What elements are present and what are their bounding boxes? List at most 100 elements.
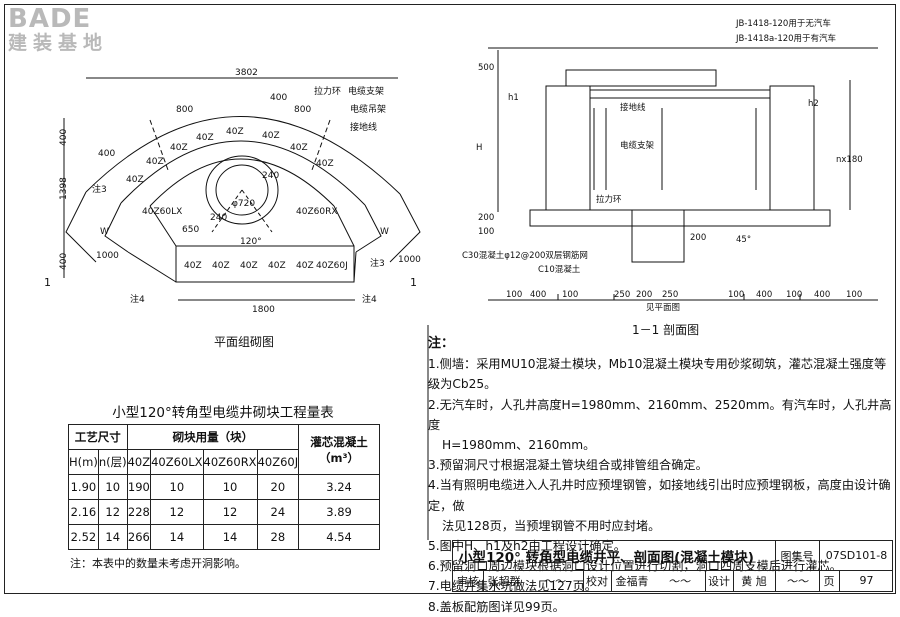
plan-inner-arc xyxy=(149,158,335,207)
table-header-row: 工艺尺寸 砌块用量（块） 灌芯混凝土（m³） xyxy=(68,424,380,475)
sump xyxy=(631,209,685,263)
dim-1000b: 1000 xyxy=(398,255,421,265)
checker-signature: 〜〜 xyxy=(668,574,690,588)
sec-n180-label: nx180 xyxy=(836,155,863,165)
jb2-label: JB-1418a-120用于有汽车 xyxy=(735,33,836,44)
plan-line-c xyxy=(127,251,177,283)
tb-divider-5 xyxy=(611,570,612,591)
plan-left-arm xyxy=(65,191,97,263)
table-cell: 266 xyxy=(126,524,152,550)
plan-line-d xyxy=(353,251,357,283)
plan-line-a xyxy=(149,205,177,247)
plan-line-b xyxy=(333,205,355,247)
logo-sub: 建装基地 xyxy=(8,32,109,54)
sec-angle-label: 45° xyxy=(736,235,751,245)
manhole-inner xyxy=(215,164,269,216)
cover-slab xyxy=(565,69,717,87)
note-line-3: H=1980mm、2160mm。 xyxy=(442,438,596,453)
sec-200b-label: 200 xyxy=(690,233,706,243)
note-line-8: 6.预留洞口周边模块根据洞口设计位置进行切割，洞口四周支模后进行灌芯。 xyxy=(428,559,842,574)
reviewer-name: 张超群 xyxy=(487,574,521,588)
block-arc-6: 40Z xyxy=(290,143,308,153)
block-arc-3: 40Z xyxy=(196,133,214,143)
th-col-4: 40Z60RX xyxy=(202,449,258,475)
label-W-right: W xyxy=(380,227,389,237)
dim-left-400a: 400 xyxy=(59,129,69,146)
block-arc-1: 40Z xyxy=(146,157,164,167)
label-one-a: 1 xyxy=(44,276,51,289)
sec-bdim-8: 100 xyxy=(786,290,802,300)
table-cell: 190 xyxy=(126,474,152,500)
label-cable-bracket: 电缆支架 xyxy=(348,85,384,97)
table-cell: 228 xyxy=(126,499,152,525)
sec-bdim-3: 250 xyxy=(614,290,630,300)
table-cell: 2.52 xyxy=(68,524,99,550)
block-bottom-1: 40Z xyxy=(212,261,230,271)
note-line-7: 5.图中H、h1及h2由工程设计确定。 xyxy=(428,539,626,554)
plan-cut-r xyxy=(311,119,331,171)
table-cell: 14 xyxy=(97,524,128,550)
quantity-table: 工艺尺寸 砌块用量（块） 灌芯混凝土（m³） H(m) n(层) 40Z 40Z… xyxy=(68,424,380,550)
checker-name: 金福青 xyxy=(615,574,649,588)
sec-bdim-10: 100 xyxy=(846,290,862,300)
label-ground: 接地线 xyxy=(350,121,377,133)
plan-radial-1 xyxy=(211,189,243,233)
sec-h2-label: h2 xyxy=(808,99,819,109)
section-labels: JB-1418-120用于无汽车 JB-1418a-120用于有汽车 接地线 电… xyxy=(462,18,863,337)
jb1-label: JB-1418-120用于无汽车 xyxy=(735,18,831,29)
dim-400b: 400 xyxy=(270,93,287,103)
table-cell: 12 xyxy=(97,499,128,525)
sec-c10-label: C10混凝土 xyxy=(538,264,581,275)
th-craft: 工艺尺寸 xyxy=(68,424,128,450)
table-cell: 12 xyxy=(202,499,258,525)
sec-H-label: H xyxy=(476,143,482,153)
sec-top-beam xyxy=(589,89,771,99)
table-cell: 14 xyxy=(202,524,258,550)
note-line-4: 3.预留洞尺寸根据混凝土管块组合或排管组合确定。 xyxy=(428,458,708,473)
th-col-0: H(m) xyxy=(68,449,99,475)
table-cell: 1.90 xyxy=(68,474,99,500)
block-arc-2: 40Z xyxy=(170,143,188,153)
note-line-5: 4.当有照明电缆进入人孔井时应预埋钢管，如接地线引出时应预埋钢板，高度由设计确定… xyxy=(428,478,891,513)
atlas-label: 图集号 xyxy=(780,549,814,563)
block-arc-0: 40Z xyxy=(126,175,144,185)
th-col-2: 40Z xyxy=(126,449,152,475)
drawing-frame xyxy=(4,4,896,594)
tb-divider-8 xyxy=(775,570,776,591)
atlas-no: 07SD101-8 xyxy=(825,549,888,562)
block-right: 40Z60RX xyxy=(296,207,338,217)
tb-divider-1 xyxy=(775,541,776,570)
sec-lagan-label: 拉力环 xyxy=(596,194,622,205)
plan-cut-l xyxy=(149,119,169,171)
dim-650: 650 xyxy=(182,225,199,235)
plan-title: 平面组砌图 xyxy=(214,335,274,349)
sec-c30-label: C30混凝土φ12@200双层钢筋网 xyxy=(462,250,588,261)
plan-bottom-row xyxy=(175,245,355,283)
table-cell: 10 xyxy=(202,474,258,500)
sec-bdim-0: 100 xyxy=(506,290,522,300)
manhole-circle xyxy=(205,155,279,225)
label-lagan: 拉力环 xyxy=(314,85,341,97)
designer-name: 黄 旭 xyxy=(741,574,767,588)
quantity-table-note: 注：本表中的数量未考虑开洞影响。 xyxy=(70,557,246,570)
note-line-6: 法见128页，当预埋钢管不用时应封堵。 xyxy=(442,518,661,533)
plan-radial-2 xyxy=(241,189,273,233)
dim-240: 240 xyxy=(262,171,279,181)
table-row: 2.16 12 228 12 12 24 3.89 xyxy=(68,499,380,525)
plan-left-arm-inner xyxy=(104,202,129,253)
sec-ground-label: 接地线 xyxy=(620,102,646,113)
label-note3b: 注3 xyxy=(370,257,385,269)
sec-bracket-label: 电缆支架 xyxy=(620,140,655,151)
th-col-1: n(层) xyxy=(97,449,128,475)
th-conc: 灌芯混凝土（m³） xyxy=(298,424,380,475)
dim-phi720: φ720 xyxy=(232,199,255,209)
th-blocks: 砌块用量（块） xyxy=(126,424,300,450)
table-cell: 10 xyxy=(150,474,204,500)
sec-bdim-2: 100 xyxy=(562,290,578,300)
dim-240b: 240 xyxy=(210,213,227,223)
sec-bdim-4: 200 xyxy=(636,290,652,300)
sec-100-label: 100 xyxy=(478,227,494,237)
table-cell: 2.16 xyxy=(68,499,99,525)
table-cell: 24 xyxy=(256,499,300,525)
table-cell: 3.89 xyxy=(298,499,380,525)
